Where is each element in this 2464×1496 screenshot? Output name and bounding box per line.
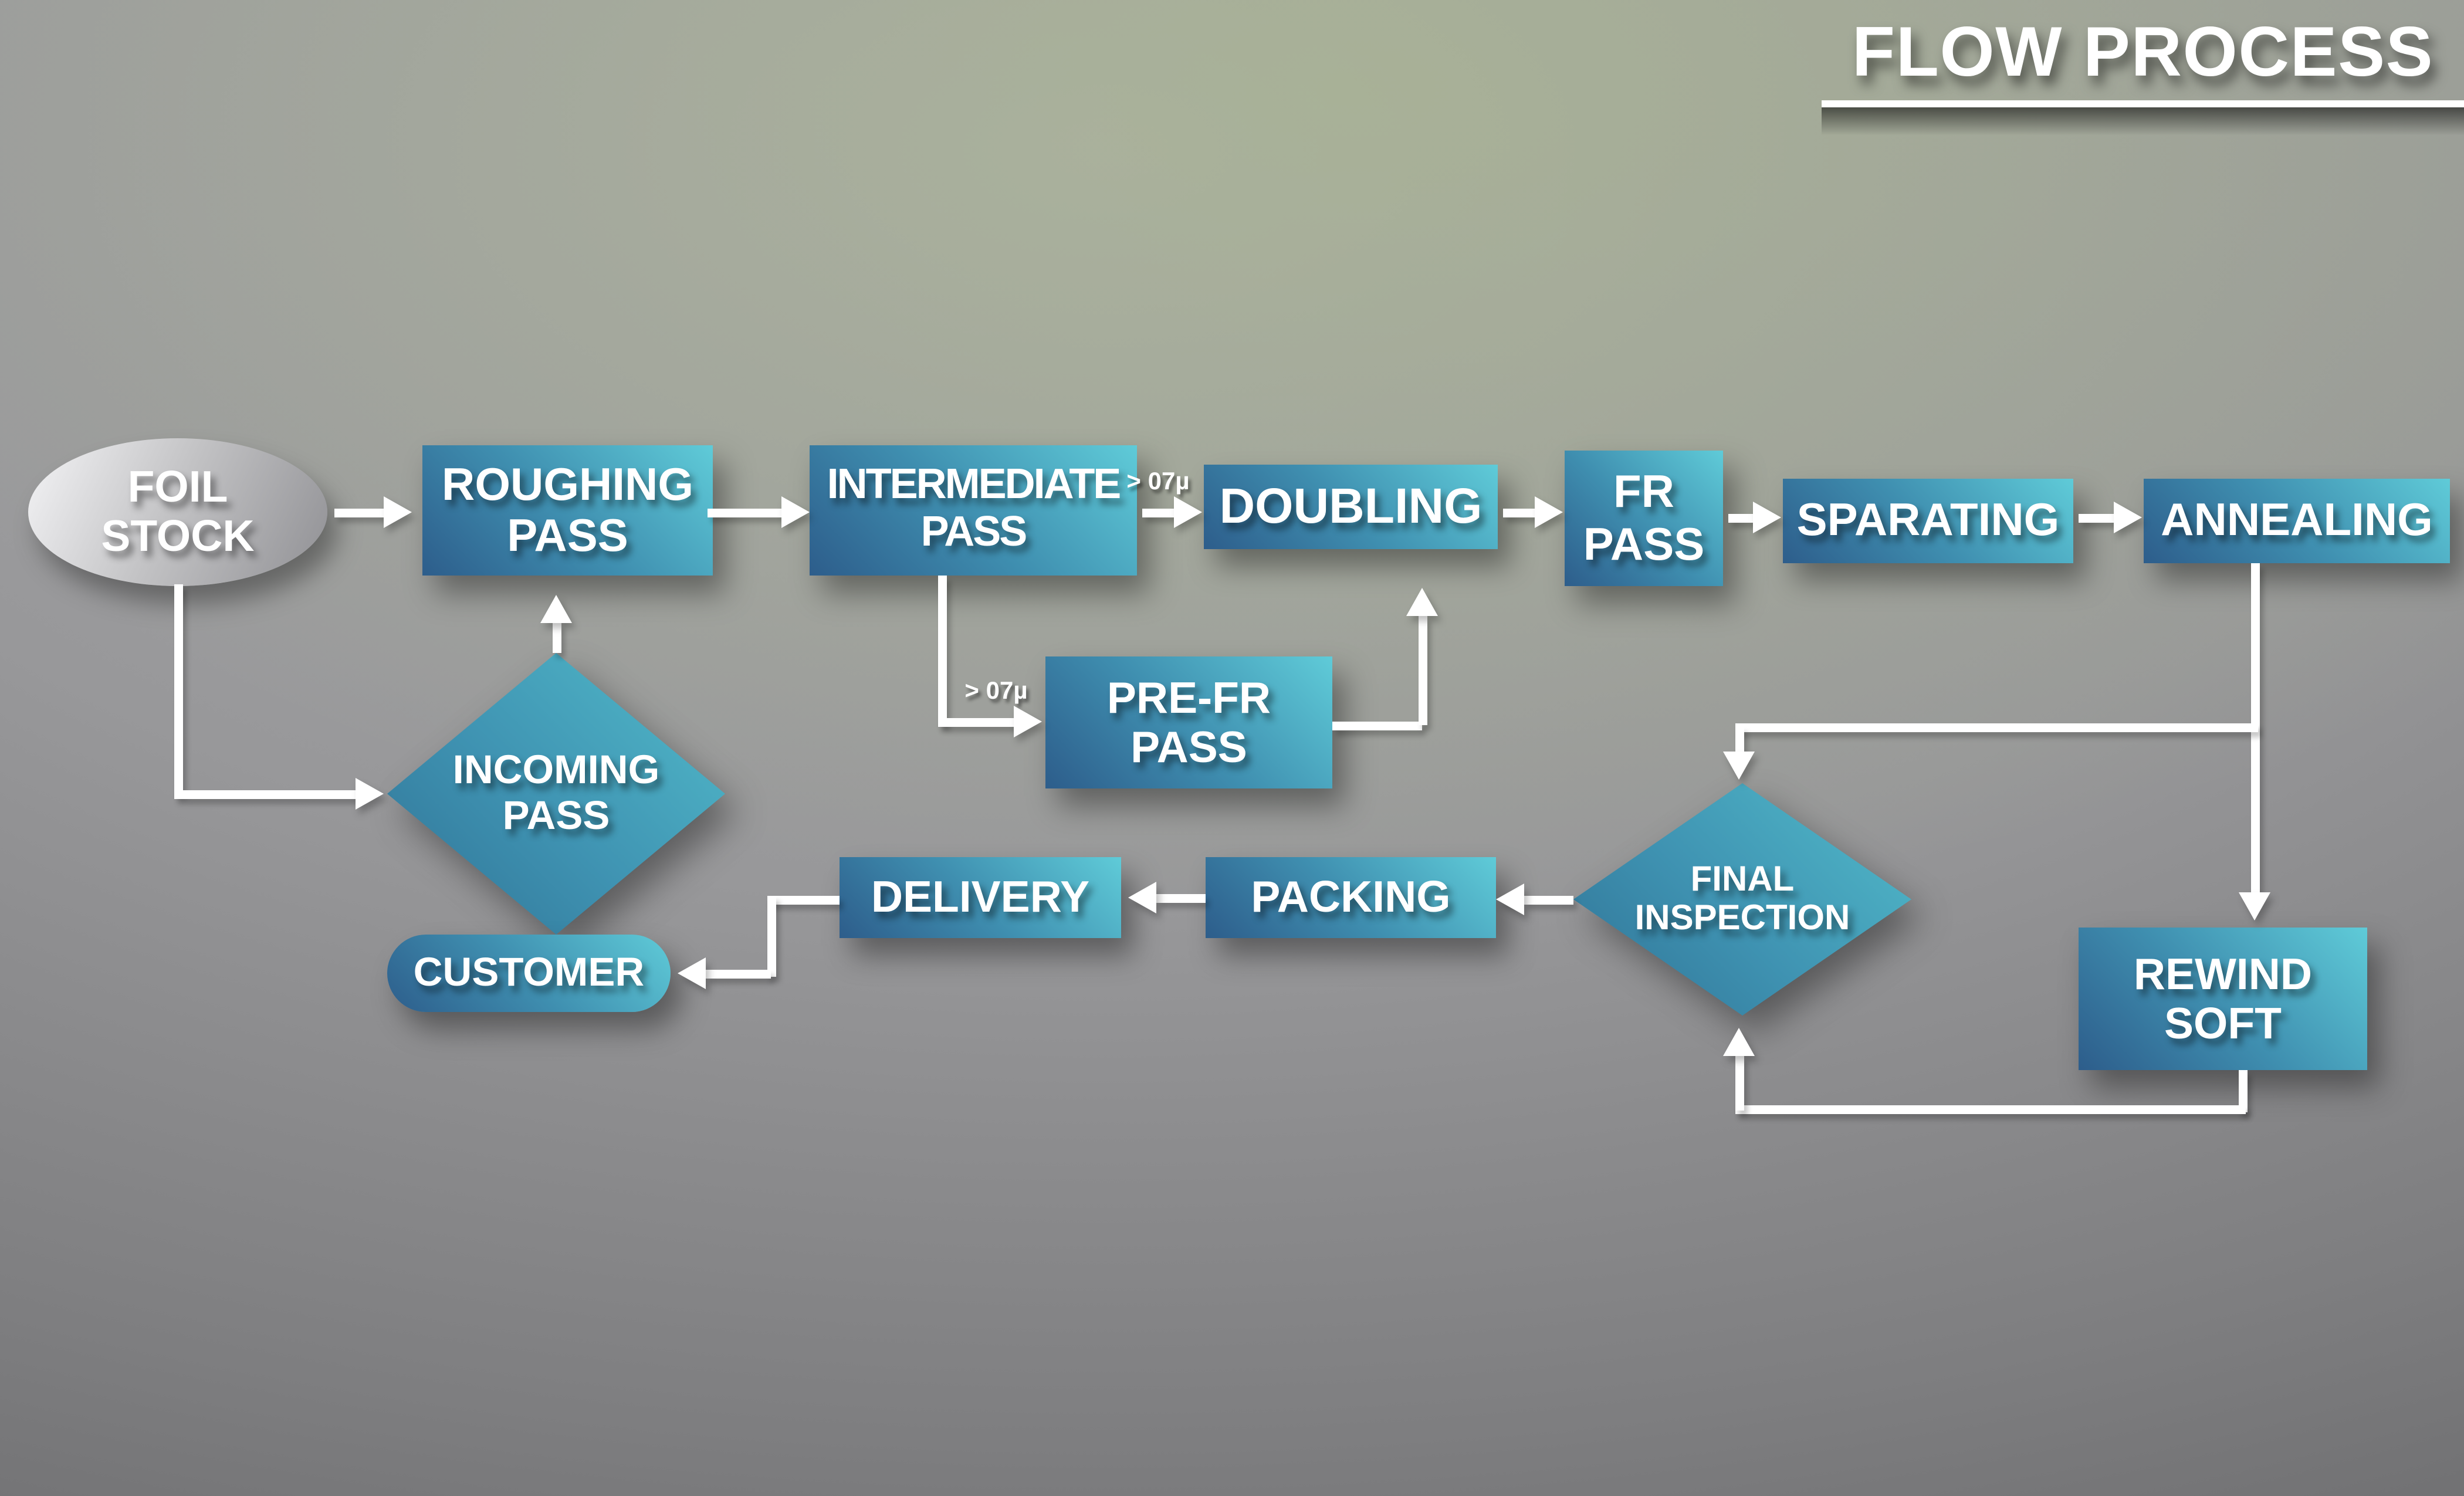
node-pre-fr-pass: PRE-FR PASS	[1045, 656, 1332, 788]
node-delivery: DELIVERY	[840, 857, 1121, 938]
node-incoming-pass: INCOMING PASS	[387, 653, 725, 935]
edge-intermediate-to-prefr-horizontal	[937, 717, 1017, 726]
edge-roughing-to-intermediate-arrowhead	[781, 496, 810, 528]
edge-delivery-to-customer-horizontal-bottom	[706, 969, 771, 978]
node-rewind-soft-label: REWIND SOFT	[2133, 949, 2313, 1048]
edge-delivery-to-customer-arrowhead	[678, 957, 706, 989]
node-fr-pass: FR PASS	[1565, 451, 1723, 586]
node-fr-pass-label: FR PASS	[1583, 465, 1705, 570]
node-incoming-pass-label: INCOMING PASS	[452, 746, 660, 838]
edge-foil-to-incoming-horizontal	[173, 789, 357, 798]
edge-prefr-to-doubling-vertical	[1417, 616, 1427, 725]
page-title: FLOW PROCESS	[1852, 14, 2434, 92]
node-final-inspection: FINAL INSPECTION	[1573, 783, 1911, 1016]
edge-delivery-to-customer-vertical	[767, 895, 776, 976]
edge-rewind-to-final-arrowhead	[1723, 1028, 1755, 1056]
edge-delivery-to-customer-horizontal-top	[767, 895, 840, 904]
edge-incoming-to-roughing-shaft	[551, 623, 561, 653]
node-intermediate-pass-label: INTERMEDIATE PASS	[827, 461, 1122, 556]
edge-packing-to-delivery-shaft	[1156, 893, 1206, 902]
edge-foil-to-incoming-vertical	[173, 584, 182, 794]
edge-annealing-to-rewind-arrowhead	[2239, 892, 2270, 920]
edge-intermediate-to-doubling-shaft	[1142, 507, 1177, 517]
edge-doubling-to-frpass-shaft	[1503, 507, 1538, 517]
edge-label-intermediate-to-prefr: > 07µ	[964, 676, 1028, 704]
edge-prefr-to-doubling-horizontal	[1332, 720, 1422, 730]
node-customer: CUSTOMER	[387, 935, 671, 1012]
edge-label-intermediate-to-doubling: > 07µ	[1126, 466, 1190, 495]
node-final-inspection-label: FINAL INSPECTION	[1634, 859, 1850, 938]
node-doubling-label: DOUBLING	[1219, 479, 1483, 534]
edge-foil-to-roughing-shaft	[334, 507, 387, 517]
edge-annealing-to-final-vertical	[1734, 727, 1744, 752]
edge-rewind-to-final-horizontal	[1734, 1104, 2245, 1113]
node-pre-fr-pass-label: PRE-FR PASS	[1106, 673, 1271, 772]
edge-annealing-to-final-horizontal	[1734, 722, 2257, 732]
edge-rewind-to-final-vertical-left	[1734, 1056, 1744, 1111]
node-delivery-label: DELIVERY	[871, 873, 1090, 922]
edge-frpass-to-sparating-arrowhead	[1753, 502, 1781, 533]
node-doubling: DOUBLING	[1204, 465, 1498, 549]
edge-frpass-to-sparating-shaft	[1728, 513, 1756, 522]
node-foil-stock: FOIL STOCK	[28, 438, 327, 586]
edge-foil-to-incoming-arrowhead	[356, 778, 384, 810]
title-underline-shadow	[1822, 106, 2464, 135]
node-annealing: ANNEALING	[2144, 479, 2450, 563]
edge-sparating-to-annealing-shaft	[2079, 513, 2117, 522]
node-packing: PACKING	[1206, 857, 1496, 938]
edge-annealing-to-final-arrowhead	[1723, 752, 1755, 780]
edge-intermediate-to-prefr-arrowhead	[1014, 706, 1042, 737]
edge-intermediate-to-doubling-arrowhead	[1174, 496, 1202, 528]
edge-incoming-to-roughing-arrowhead	[540, 595, 572, 623]
edge-foil-to-roughing-arrowhead	[384, 496, 412, 528]
incoming-pass-diamond: INCOMING PASS	[387, 653, 725, 935]
node-rewind-soft: REWIND SOFT	[2079, 928, 2367, 1070]
edge-sparating-to-annealing-arrowhead	[2114, 502, 2142, 533]
edge-final-to-packing-arrowhead	[1496, 884, 1524, 915]
edge-intermediate-to-prefr-vertical	[937, 576, 946, 725]
node-sparating: SPARATING	[1783, 479, 2073, 563]
edge-doubling-to-frpass-arrowhead	[1535, 496, 1563, 528]
node-sparating-label: SPARATING	[1796, 493, 2060, 547]
node-roughing-pass-label: ROUGHING PASS	[442, 457, 693, 561]
node-annealing-label: ANNEALING	[2161, 493, 2433, 547]
node-customer-label: CUSTOMER	[413, 949, 645, 995]
node-foil-stock-label: FOIL STOCK	[101, 463, 255, 561]
edge-rewind-to-final-vertical-right	[2238, 1070, 2247, 1112]
title-block: FLOW PROCESS	[1822, 0, 2464, 141]
edge-prefr-to-doubling-arrowhead	[1406, 588, 1438, 616]
title-underline	[1822, 100, 2464, 107]
edge-roughing-to-intermediate-shaft	[708, 507, 785, 517]
node-intermediate-pass: INTERMEDIATE PASS	[810, 445, 1137, 576]
edge-packing-to-delivery-arrowhead	[1128, 882, 1156, 913]
node-packing-label: PACKING	[1251, 873, 1451, 922]
node-roughing-pass: ROUGHING PASS	[422, 445, 713, 576]
final-inspection-diamond: FINAL INSPECTION	[1573, 783, 1911, 1016]
edge-final-to-packing-shaft	[1524, 895, 1573, 904]
